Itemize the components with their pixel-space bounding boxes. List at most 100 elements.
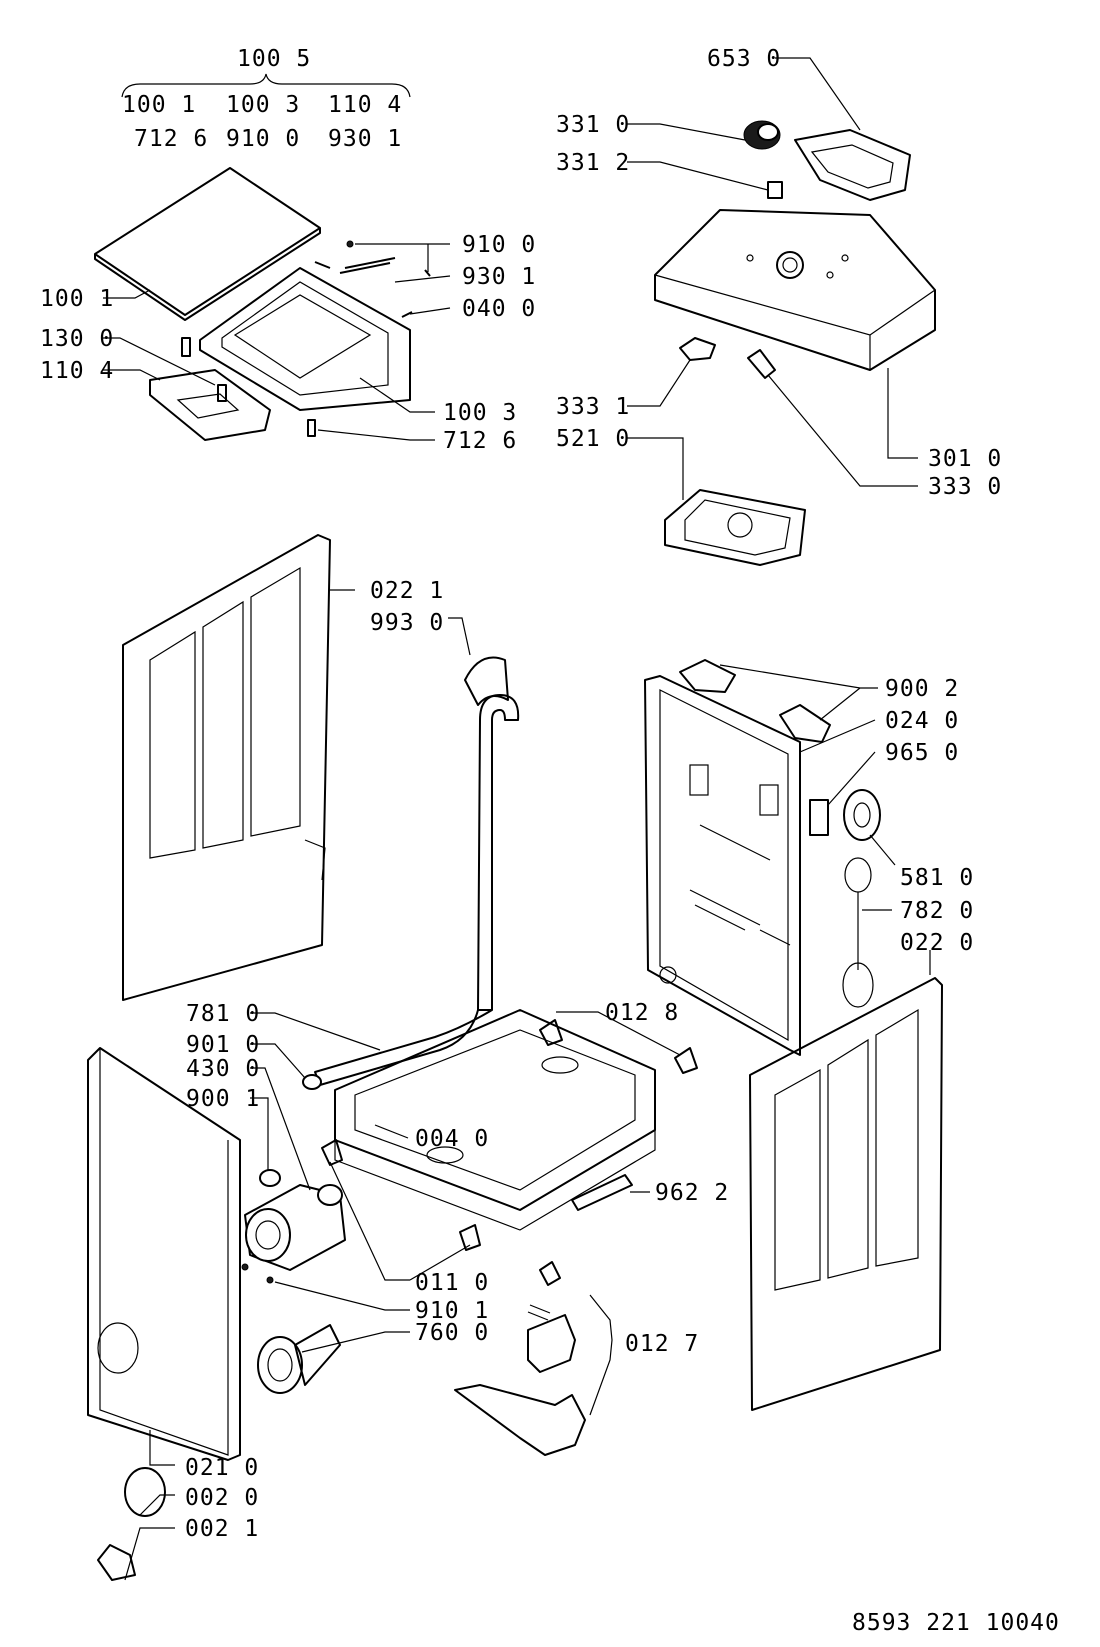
label-004-0: 004 0 [415, 1126, 489, 1152]
panel-notch [304, 839, 326, 881]
lid-handle-grip [176, 393, 240, 419]
leader-581-0 [869, 834, 896, 866]
label-022-1: 022 1 [370, 578, 444, 604]
leader-040-0 [409, 307, 451, 315]
label-331-0: 331 0 [556, 112, 630, 138]
support-bar-962-2 [571, 1174, 633, 1211]
filter-block-965-0 [809, 799, 829, 836]
label-012-8: 012 8 [605, 1000, 679, 1026]
lid-frame [199, 267, 411, 411]
front-panel [87, 1047, 241, 1581]
panel-rib [774, 1068, 821, 1291]
side-panel-left [122, 534, 331, 1001]
top-bracket-right [779, 704, 831, 743]
hose-clip-993-0 [464, 656, 509, 706]
knob-hole [782, 257, 798, 273]
leader-004-0 [374, 1124, 409, 1139]
leader-100-3 [359, 377, 435, 413]
leader-002-1 [124, 1527, 175, 1581]
leader-653-0 [775, 57, 861, 131]
label-011-0: 011 0 [415, 1270, 489, 1296]
pump-filter-core [267, 1348, 293, 1382]
label-022-0: 022 0 [900, 930, 974, 956]
leader-900-2 [719, 664, 878, 721]
label-333-1: 333 1 [556, 394, 630, 420]
leader-301-0 [887, 368, 918, 459]
front-panel-hatch-opening [97, 1322, 139, 1374]
rear-frame-024-0 [644, 675, 801, 1056]
foot-assembly: 012 7 [454, 1261, 698, 1456]
lid-assembly [94, 167, 431, 441]
screw-910-1 [266, 1276, 274, 1284]
base-frame-hole [541, 1056, 579, 1074]
control-panel-callouts: 653 0 331 0 331 2 333 1 521 0 301 0 333 … [556, 46, 1001, 500]
foot-bracket [527, 1314, 576, 1373]
drain-pump-assembly [241, 1169, 346, 1394]
panel-rib [202, 600, 244, 849]
leader-002-0 [139, 1494, 175, 1516]
leader-024-0 [799, 719, 876, 753]
leader-012-8 [556, 1011, 681, 1056]
label-430-0: 430 0 [186, 1056, 260, 1082]
leader-930-1 [394, 275, 451, 283]
flap-hinge-002-1 [97, 1544, 136, 1581]
label-910-0: 910 0 [462, 232, 536, 258]
front-panel-face [99, 1048, 229, 1456]
label-782-0: 782 0 [900, 898, 974, 924]
lid-handle [149, 369, 271, 441]
control-console [654, 209, 936, 371]
pump-callouts: 910 1 760 0 021 0 002 0 002 1 [124, 1281, 489, 1581]
panel-rib [875, 1008, 919, 1267]
label-581-0: 581 0 [900, 865, 974, 891]
spring [424, 269, 431, 277]
module-connector [727, 512, 753, 538]
screw [346, 240, 354, 248]
foot-group-brace [589, 1294, 613, 1416]
pressure-chamber [842, 962, 874, 1008]
group-row2-col2: 910 0 [226, 126, 300, 152]
electronic-module-board [684, 499, 791, 556]
top-lid-panel [94, 167, 321, 316]
service-flap-002-0 [124, 1467, 166, 1517]
rear-frame-slots [689, 824, 791, 946]
electronic-module-tray [664, 489, 806, 566]
latch [307, 419, 316, 437]
group-row1-col2: 100 3 [226, 92, 300, 118]
program-knob-face [757, 123, 779, 141]
leader-760-0 [301, 1331, 410, 1353]
hose-clamp [302, 1074, 322, 1090]
rear-frame-window [689, 764, 709, 796]
label-331-2: 331 2 [556, 150, 630, 176]
group-row2-col1: 712 6 [134, 126, 208, 152]
label-130-0: 130 0 [40, 326, 114, 352]
group-row1-col3: 110 4 [328, 92, 402, 118]
base-frame-edge [334, 1130, 656, 1231]
drain-hose [302, 656, 520, 1090]
group-row1-col1: 100 1 [122, 92, 196, 118]
lid-screw [401, 311, 413, 318]
panel-rib [827, 1038, 869, 1279]
control-console-fold [654, 274, 936, 336]
leader-712-6 [317, 429, 435, 441]
clip [217, 384, 227, 402]
switch-clip-left [679, 337, 716, 361]
indicator-hole [826, 271, 834, 279]
pump-seal-900-1 [259, 1169, 281, 1187]
foot-clip [539, 1261, 561, 1286]
group-row2-col3: 930 1 [328, 126, 402, 152]
rear-panel [644, 659, 881, 1056]
foot-rear [539, 1019, 563, 1046]
rear-frame-window [759, 784, 779, 816]
pump-inlet-inner [255, 1220, 281, 1250]
leader-110-4 [103, 369, 161, 381]
foot-front [459, 1224, 481, 1251]
label-712-6: 712 6 [443, 428, 517, 454]
label-040-0: 040 0 [462, 296, 536, 322]
panel-rib [250, 566, 301, 837]
leader-021-0 [149, 1430, 175, 1466]
pressure-disc [844, 857, 872, 893]
pulley-581-0 [843, 789, 881, 841]
label-760-0: 760 0 [415, 1320, 489, 1346]
switch-clip-right [747, 349, 776, 379]
